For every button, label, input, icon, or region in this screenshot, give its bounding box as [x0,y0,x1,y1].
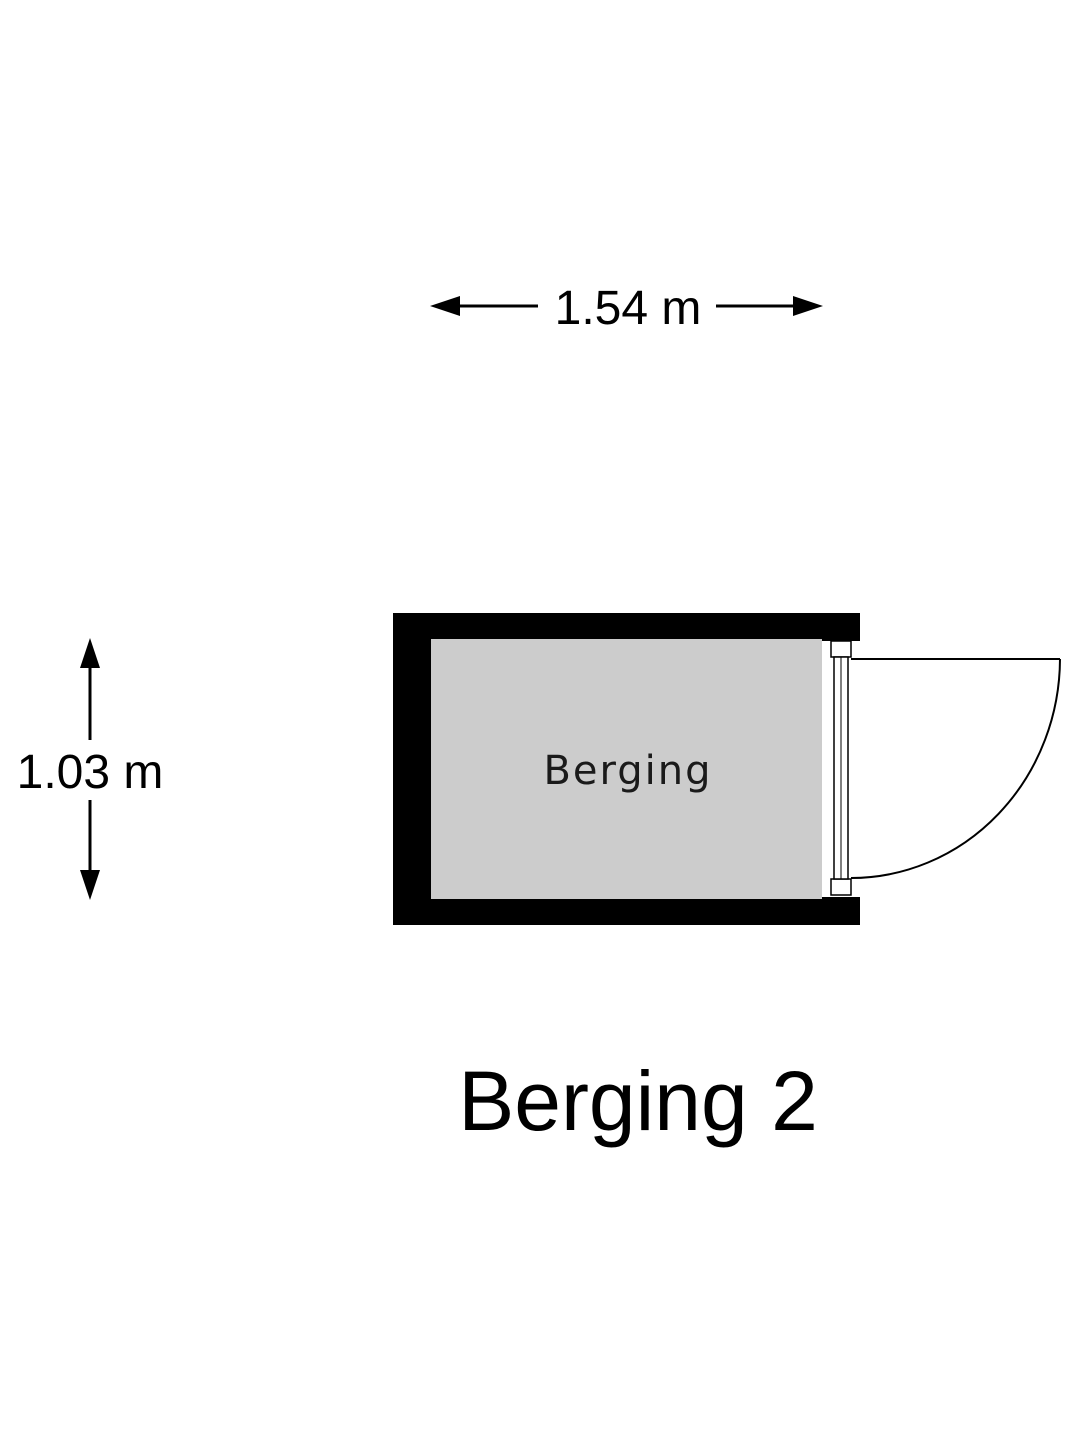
wall-top [393,613,860,639]
door-frame [830,640,852,896]
plan-title: Berging 2 [458,1054,818,1148]
room-floor [431,639,822,899]
height-arrow-up-icon [80,638,100,668]
wall-right-stub-top [822,613,860,641]
height-arrow-down-icon [80,870,100,900]
wall-right-stub-bottom [822,897,860,925]
door-swing [850,658,1061,879]
height-dimension: 1.03 m [17,638,164,900]
room-walls [393,613,860,925]
door-jamb-top [830,640,852,658]
wall-left [393,613,431,925]
height-dimension-label: 1.03 m [17,746,164,799]
width-arrow-right-icon [793,296,823,316]
door-swing-arc [850,658,1061,879]
room-label: Berging [543,748,712,794]
door-jamb-bottom [830,878,852,896]
wall-bottom [393,899,860,925]
width-dimension-label: 1.54 m [555,282,702,335]
width-dimension: 1.54 m [430,282,823,335]
width-arrow-left-icon [430,296,460,316]
